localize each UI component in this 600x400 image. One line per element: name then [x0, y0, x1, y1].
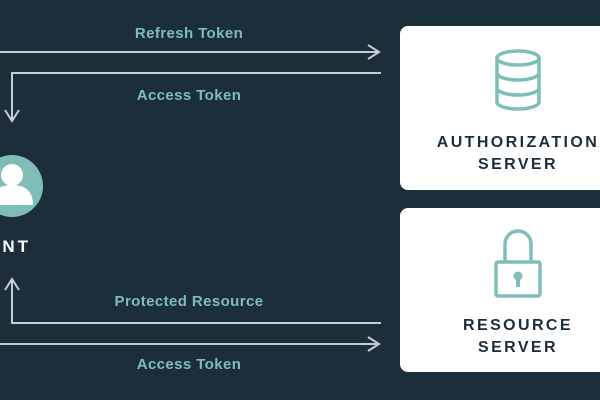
protected-resource-arrow — [4, 277, 381, 324]
client-label: ENT — [0, 237, 31, 256]
authorization-server-card: AUTHORIZATION SERVER — [400, 26, 600, 190]
refresh-token-label: Refresh Token — [134, 25, 244, 42]
access-token-label-bottom: Access Token — [136, 356, 242, 373]
resource-server-title: RESOURCE SERVER — [463, 317, 573, 356]
resource-server-card: RESOURCE SERVER — [400, 208, 600, 372]
client-avatar-icon — [0, 155, 43, 217]
authorization-server-title: AUTHORIZATION SERVER — [436, 134, 600, 173]
protected-resource-label: Protected Resource — [114, 293, 264, 310]
access-token-request-arrow — [0, 336, 381, 352]
access-token-label-top: Access Token — [136, 87, 242, 104]
padlock-icon — [494, 229, 542, 298]
access-token-return-arrow — [4, 72, 381, 123]
database-icon — [495, 49, 541, 111]
refresh-token-arrow — [0, 44, 381, 60]
